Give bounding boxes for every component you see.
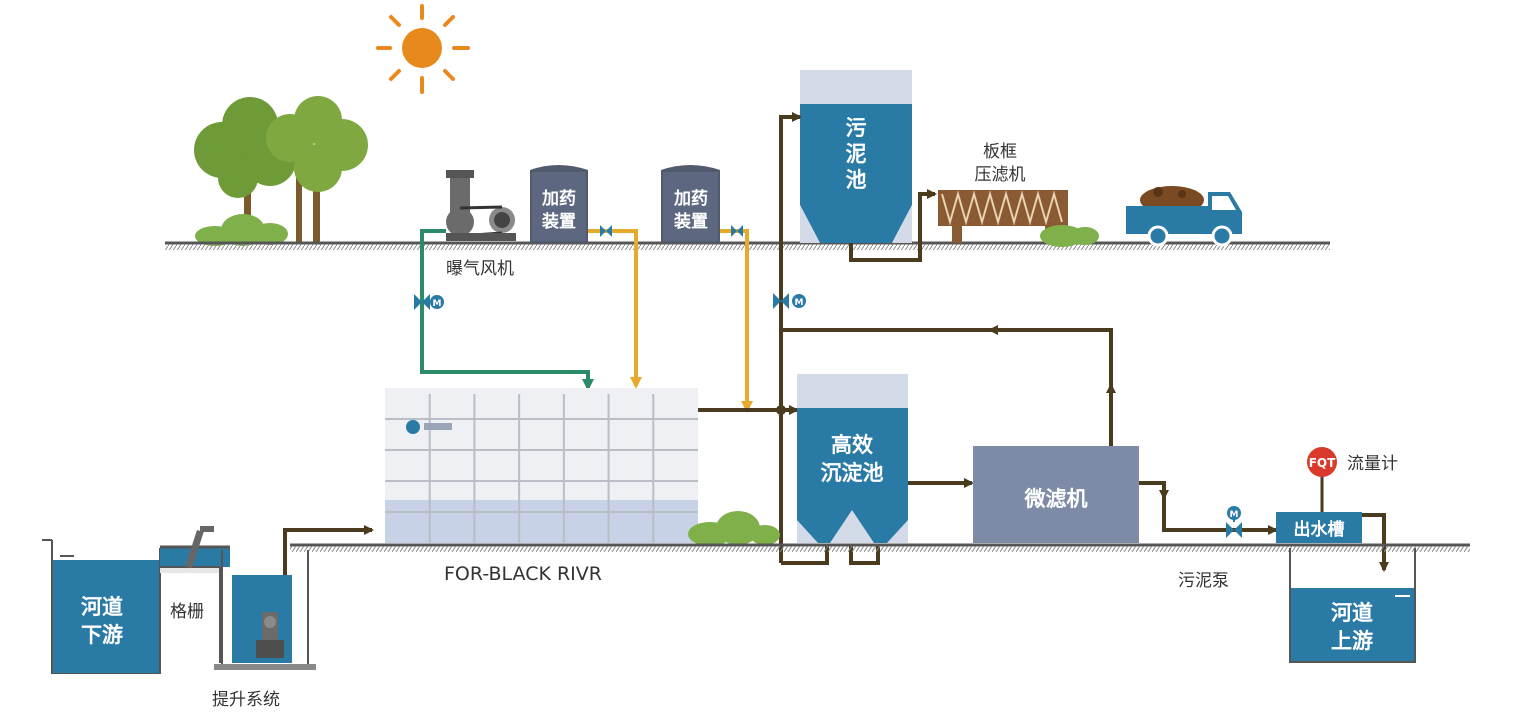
flowmeter-tag: FQT — [1309, 456, 1336, 470]
dosing-unit-1-label-line1: 加药 — [541, 188, 576, 209]
hes-tank-label-2: 沉淀池 — [821, 461, 884, 485]
valve-outlet — [1226, 506, 1242, 538]
grille-icon — [185, 526, 214, 569]
microfilter-label: 微滤机 — [1024, 487, 1088, 511]
sludge-tank — [800, 70, 912, 243]
filter-press-label-2: 压滤机 — [975, 165, 1026, 185]
valve-outlet-m: M — [1230, 510, 1239, 520]
dosing-unit-1-label-line2: 装置 — [541, 211, 576, 232]
bush-icon-3 — [688, 511, 780, 546]
valve-dosing-2 — [731, 225, 743, 237]
river-upstream — [1289, 548, 1416, 663]
aeration-pipe — [420, 229, 594, 391]
hes-tank-label-1: 高效 — [831, 433, 873, 457]
filter-press-icon — [938, 190, 1068, 243]
microfilter — [973, 446, 1139, 543]
river-upstream-label-1: 河道 — [1331, 601, 1373, 625]
dosing-unit-2-label-line1: 加药 — [673, 188, 708, 209]
flowmeter-icon — [1307, 447, 1337, 477]
sludge-pump-label: 污泥泵 — [1178, 571, 1229, 591]
dosing-pipe-2 — [720, 229, 753, 413]
module-brand-label: FOR-BLACK RIVR — [444, 563, 602, 585]
river-downstream — [42, 539, 161, 674]
outlet-tank-label: 出水槽 — [1294, 519, 1345, 540]
hes-tank — [797, 374, 908, 543]
flowmeter-label: 流量计 — [1347, 454, 1398, 474]
dosing-unit-1 — [530, 165, 588, 243]
dosing-unit-2-label-line2: 装置 — [673, 211, 708, 232]
sun-icon — [376, 4, 470, 94]
module-logo-icon — [406, 420, 452, 434]
dosing-unit-2 — [661, 165, 720, 243]
bush-icon-2 — [1040, 225, 1099, 247]
treatment-module — [385, 388, 698, 543]
dosing-pipe-1 — [588, 229, 642, 389]
valve-riser-m: M — [795, 298, 804, 308]
lift-pump-icon — [256, 612, 284, 658]
valve-riser — [773, 293, 806, 309]
valve-blower-m: M — [433, 299, 442, 309]
blower-icon — [446, 170, 516, 241]
bush-icon — [195, 214, 288, 246]
microfilter-outlet-pipe — [1139, 481, 1278, 535]
river-downstream-label-1: 河道 — [81, 595, 123, 619]
grille-label: 格栅 — [170, 602, 204, 622]
pipe-junction — [776, 405, 786, 415]
return-loop-pipe — [988, 325, 1113, 446]
blower-label: 曝气风机 — [446, 259, 514, 279]
river-downstream-label-2: 下游 — [81, 623, 123, 647]
sludge-tank-label-3: 池 — [846, 168, 867, 192]
river-upstream-label-2: 上游 — [1331, 629, 1373, 653]
lift-label: 提升系统 — [212, 690, 280, 710]
sludge-tank-label-2: 泥 — [846, 142, 867, 166]
filter-press-label-1: 板框 — [983, 142, 1017, 162]
lower-ground-line — [290, 543, 1470, 552]
outlet-to-river-pipe — [1362, 513, 1389, 572]
trees-icon — [194, 96, 368, 243]
sludge-tank-label-1: 污 — [846, 116, 867, 140]
sludge-to-press-pipe — [849, 189, 937, 262]
valve-blower — [414, 294, 444, 310]
outlet-tank — [1276, 512, 1362, 543]
truck-icon — [1126, 186, 1242, 247]
valve-dosing-1 — [600, 225, 612, 237]
